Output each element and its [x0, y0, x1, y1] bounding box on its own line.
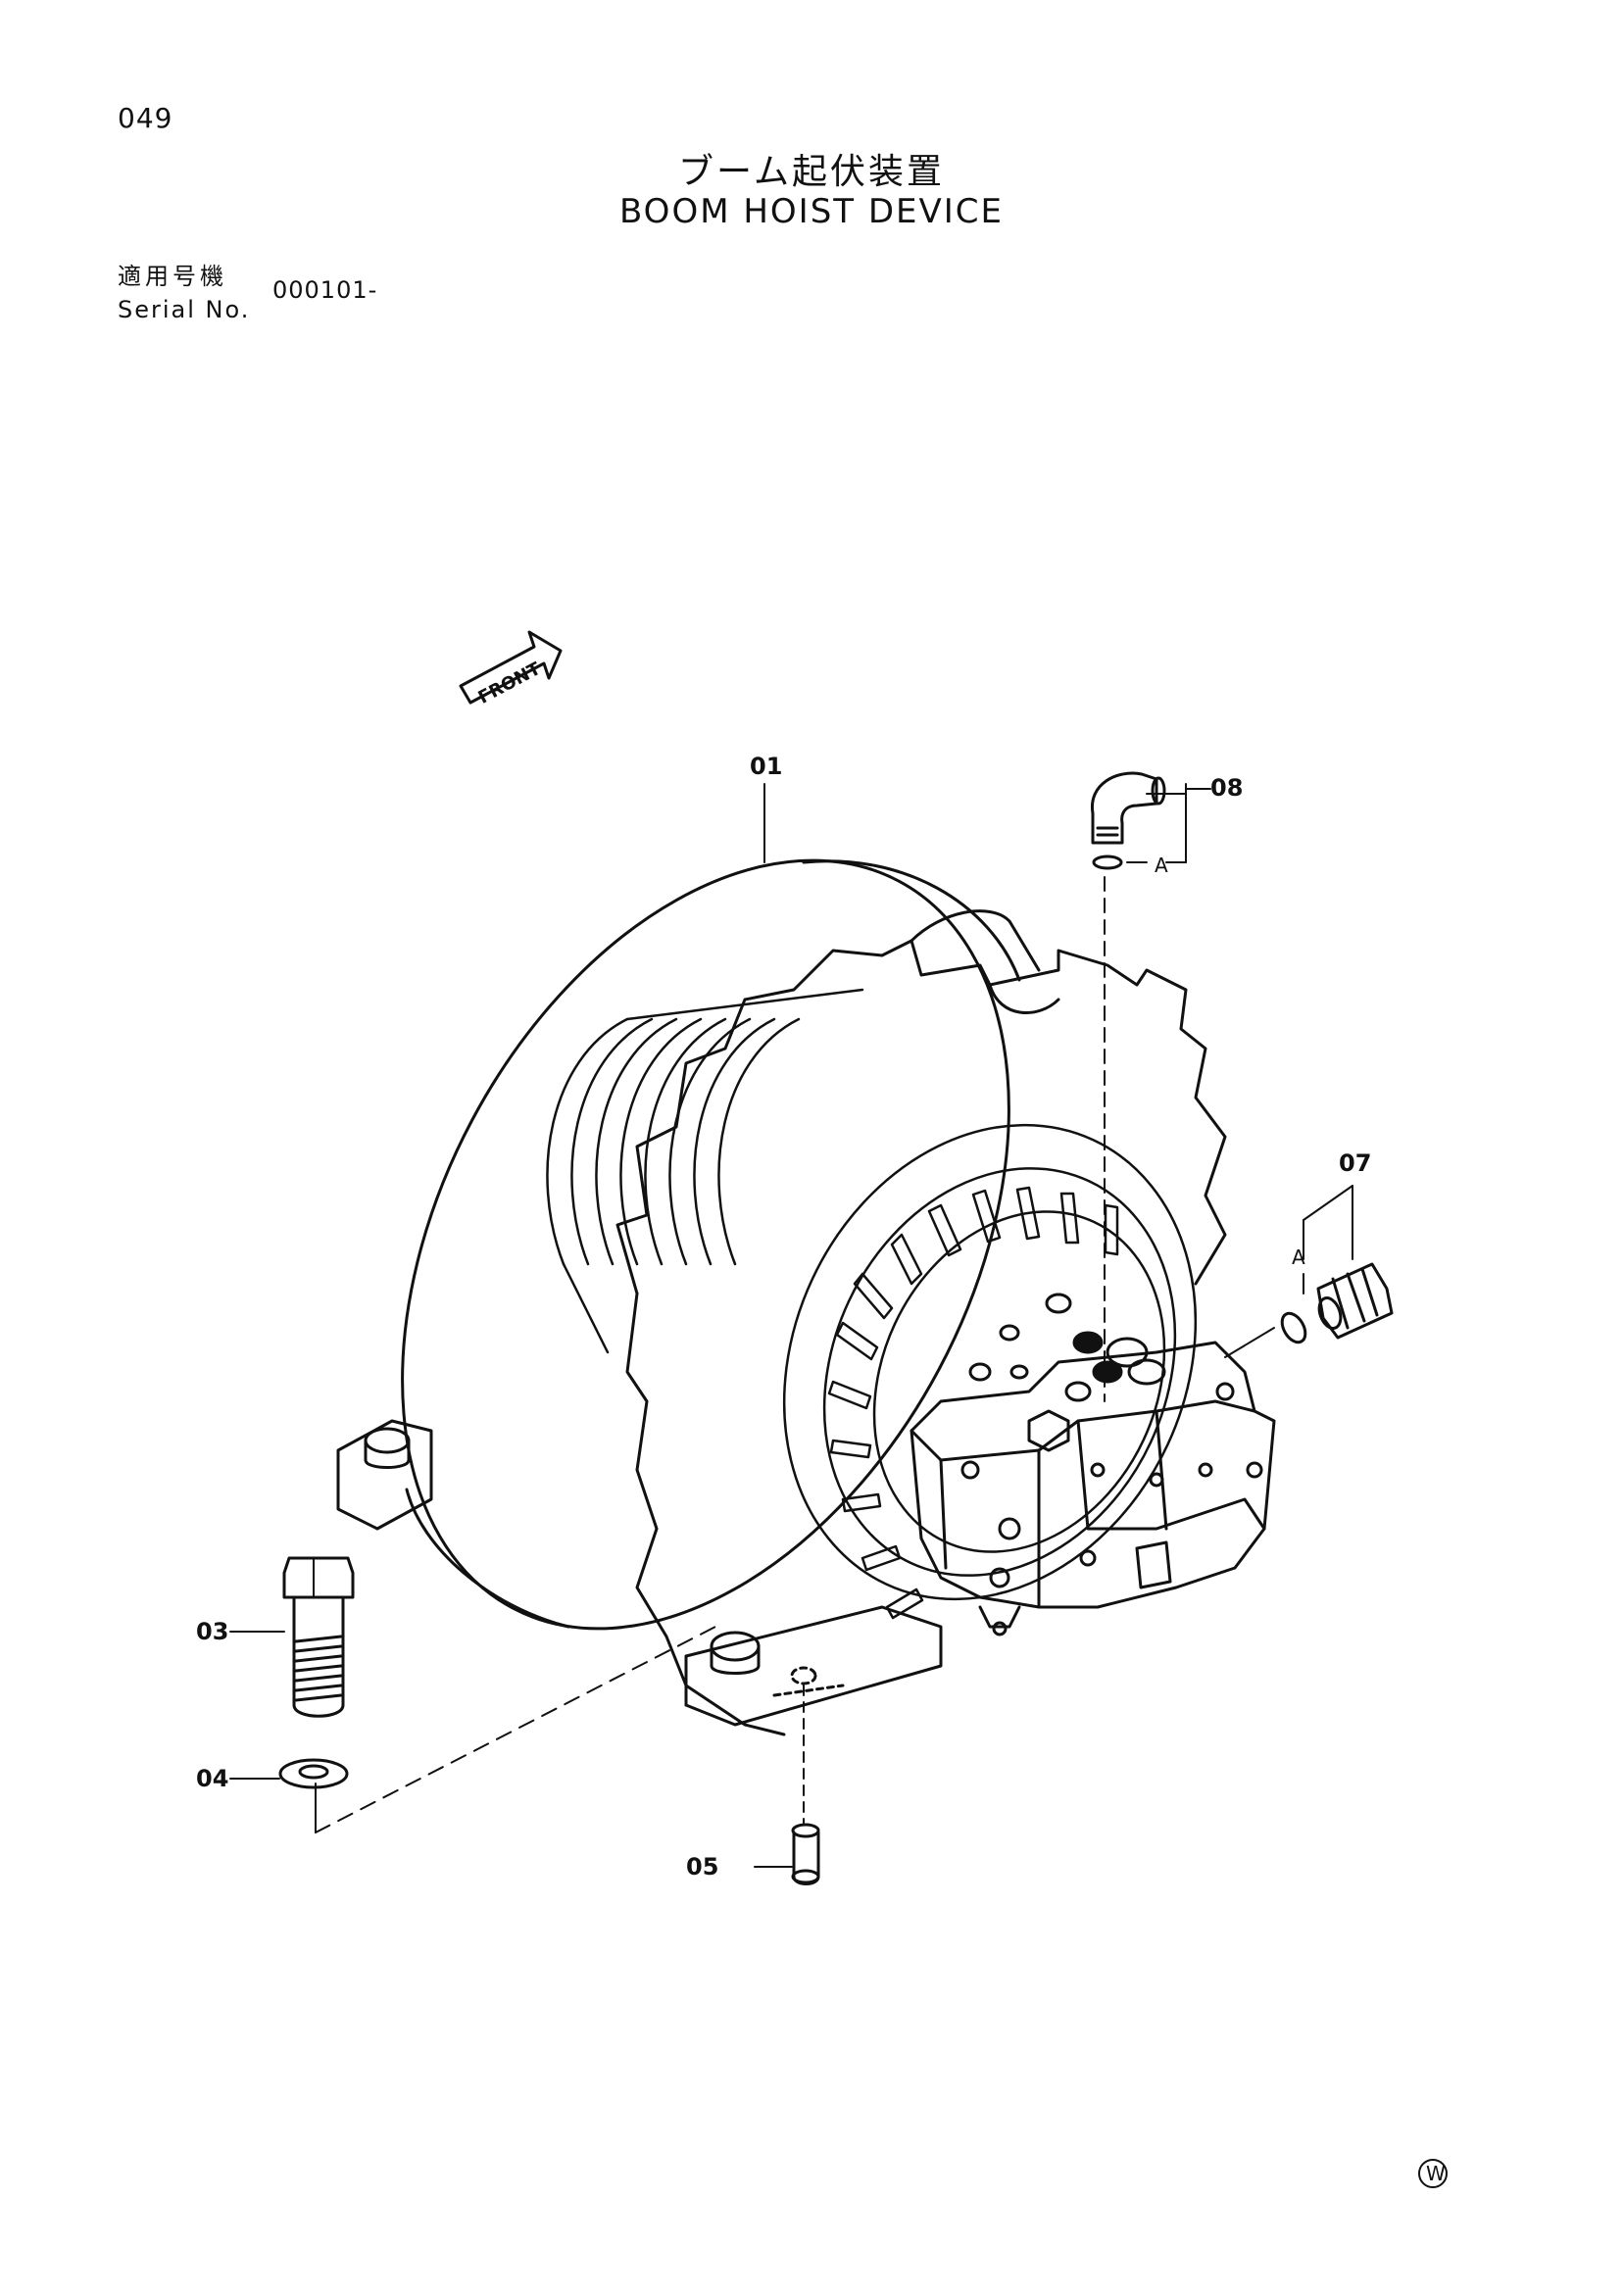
- elbow-fitting-08: [1091, 771, 1166, 870]
- drum-cylinder: [546, 988, 864, 1354]
- bolt-03: [282, 1556, 355, 1718]
- drain-fitting: [978, 1605, 1021, 1637]
- title-english: BOOM HOIST DEVICE: [618, 192, 1005, 231]
- mounting-foot: [684, 1605, 943, 1727]
- part-label-08: 08: [1210, 774, 1243, 802]
- part-label-07: 07: [1339, 1149, 1371, 1177]
- corner-mark-label: W: [1426, 2162, 1446, 2185]
- title-japanese: ブーム起伏装置: [678, 152, 945, 192]
- part-label-01: 01: [750, 753, 782, 780]
- pin-05: [791, 1823, 820, 1885]
- page-number: 049: [118, 102, 173, 134]
- serial-label-japanese: 適用号機: [118, 263, 227, 290]
- rear-mounting-foot: [336, 1419, 433, 1531]
- ring-slots: [827, 1186, 1119, 1620]
- part-label-04: 04: [196, 1765, 228, 1792]
- washer-04: [278, 1758, 349, 1789]
- part-label-03: 03: [196, 1618, 228, 1645]
- front-arrow-label: FRONT: [475, 659, 545, 708]
- front-arrow-icon: FRONT: [459, 630, 563, 708]
- serial-value: 000101-: [272, 276, 378, 304]
- serial-label-english: Serial No.: [118, 296, 251, 323]
- front-flange: [615, 909, 1227, 1736]
- part-label-05: 05: [686, 1853, 718, 1881]
- drum-flange: [401, 858, 1021, 1631]
- group-mark-a-07: A: [1292, 1246, 1305, 1269]
- hydraulic-motor: [910, 1341, 1276, 1609]
- leader-lines: [229, 783, 1353, 1868]
- group-mark-a-08: A: [1155, 854, 1168, 877]
- corner-mark: [1418, 2159, 1448, 2188]
- motor-top-fittings: [968, 1293, 1166, 1452]
- plug-fitting-07: [1280, 1262, 1394, 1344]
